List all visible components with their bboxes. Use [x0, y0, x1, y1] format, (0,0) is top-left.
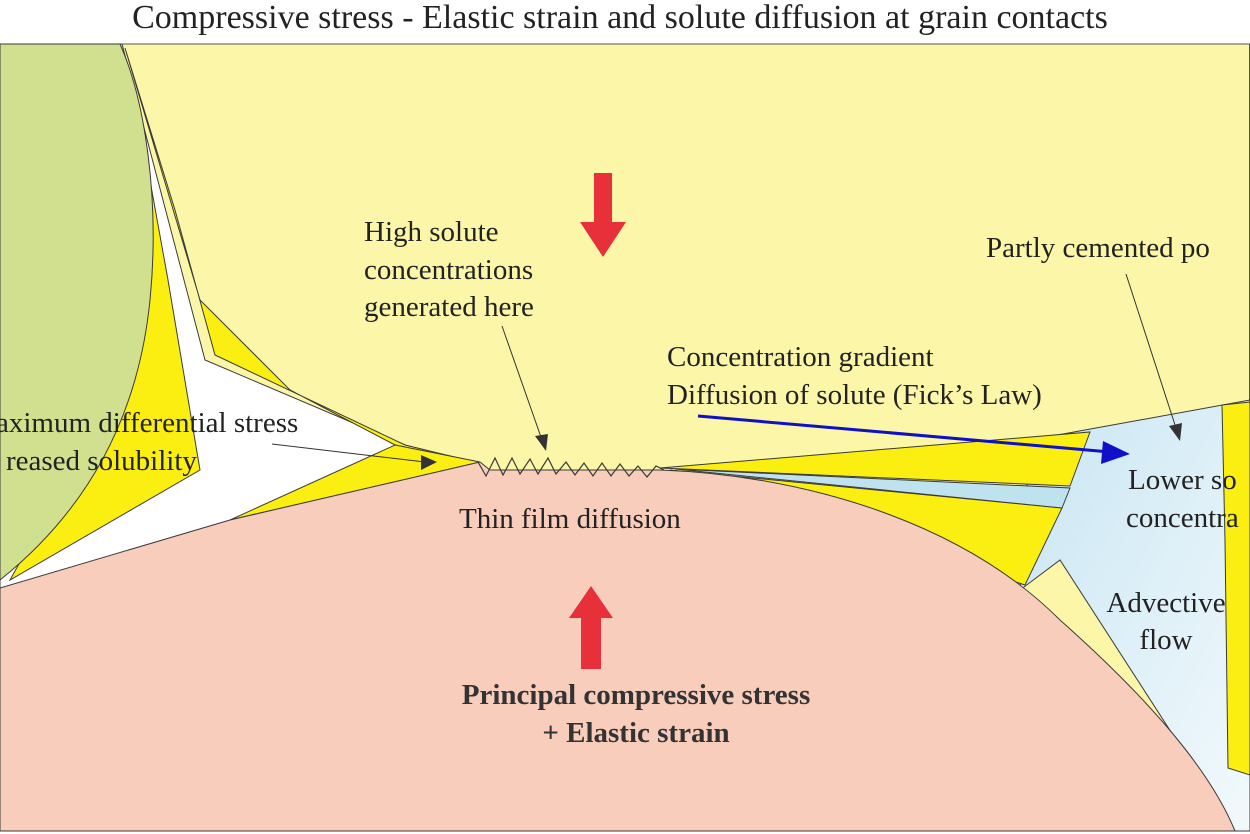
stress-arrow-up-icon: [569, 586, 613, 669]
label-advective-1: Advective: [1106, 587, 1225, 619]
label-lower-solute-1: Lower so: [1128, 464, 1237, 496]
label-concentration-gradient-1: Concentration gradient: [667, 341, 934, 373]
label-lower-solute-2: concentra: [1126, 502, 1239, 534]
cement-wedge-right-upper: [659, 431, 1091, 487]
stress-arrow-down-icon: [580, 173, 626, 257]
pointer-max-stress-head: [421, 455, 437, 470]
label-high-solute-1: High solute: [364, 216, 499, 248]
diagram-title: Compressive stress - Elastic strain and …: [132, 0, 1108, 36]
label-principal-stress-2: + Elastic strain: [542, 717, 729, 749]
pointer-partly-cemented: [1125, 273, 1177, 429]
label-advective-2: flow: [1139, 624, 1192, 656]
gradient-arrow-head-icon: [1101, 441, 1130, 464]
grain-lower: [0, 461, 1236, 832]
label-partly-cemented: Partly cemented po: [986, 232, 1210, 264]
grain-contact-serrations: [477, 456, 665, 478]
pointer-high-solute-head: [535, 434, 548, 451]
label-principal-stress-1: Principal compressive stress: [462, 679, 811, 711]
pointer-high-solute: [501, 325, 543, 441]
grain-left: [0, 43, 154, 581]
pointer-partly-cemented-head: [1169, 423, 1182, 441]
fluid-film-right: [674, 468, 1071, 509]
pointer-max-stress: [271, 443, 426, 463]
gradient-arrow-shaft: [697, 414, 1111, 454]
label-thin-film: Thin film diffusion: [459, 503, 681, 535]
label-max-stress-1: aximum differential stress: [0, 407, 298, 439]
label-high-solute-3: generated here: [364, 291, 534, 323]
cement-grain-right: [1221, 401, 1250, 776]
label-concentration-gradient-2: Diffusion of solute (Fick’s Law): [667, 379, 1042, 411]
label-high-solute-2: concentrations: [364, 254, 533, 286]
label-max-stress-2: reased solubility: [6, 445, 197, 477]
